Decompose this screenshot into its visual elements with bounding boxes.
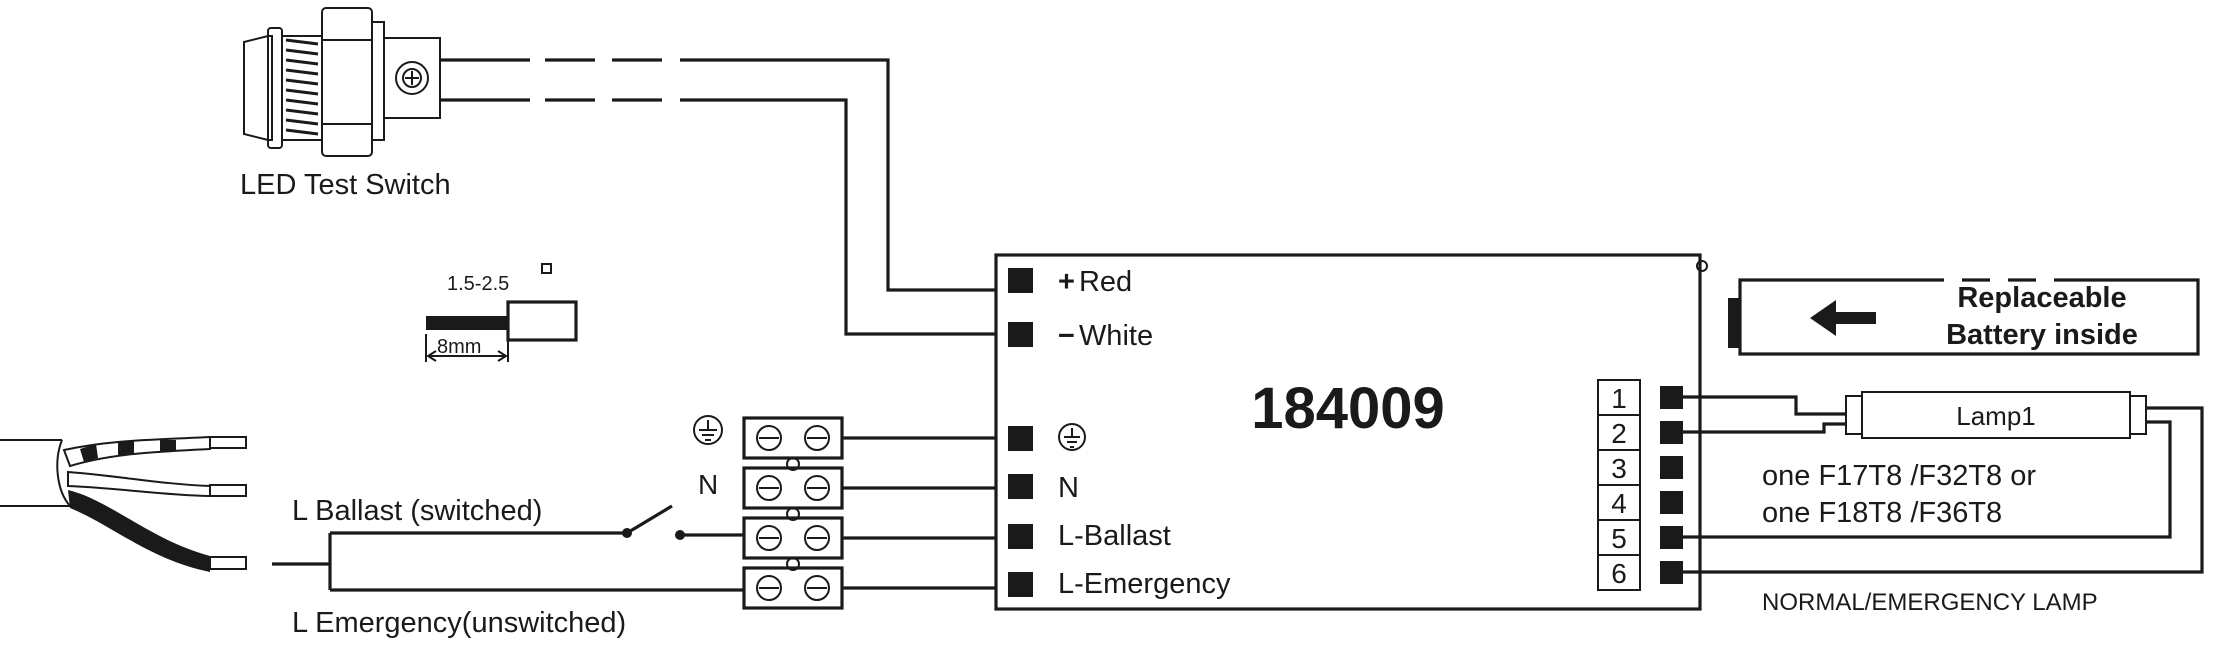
switch-lead-wires [440,58,996,336]
lamp-type-line2: one F18T8 /F36T8 [1762,497,2002,529]
mains-cable-icon [0,435,247,572]
line-emergency-label: L Emergency(unswitched) [292,607,626,639]
module-id: 184009 [1251,376,1445,441]
arrow-left-icon [1810,300,1876,336]
terminal-white [1008,322,1033,347]
led-test-switch-icon [243,7,441,157]
terminal-number: 5 [1611,523,1627,554]
line-wiring [272,504,744,592]
block-ground-symbol [693,415,723,445]
wire-gauge-label: 1.5-2.5 [447,273,509,295]
wire-strip-gauge: 1.5-2.5 8mm [425,263,578,362]
terminal-number: 1 [1611,383,1627,414]
battery-label-line2: Battery inside [1946,319,2138,351]
lamp-caption: NORMAL/EMERGENCY LAMP [1762,589,2098,616]
battery-label-line1: Replaceable [1957,282,2126,314]
lamp-type-line1: one F17T8 /F32T8 or [1762,460,2036,492]
terminal-neutral [1008,474,1033,499]
strip-length-label: 8mm [437,336,481,358]
battery-icon [1728,277,2200,356]
terminal-white-label: −White [1058,320,1153,352]
terminal-block-row-ballast [742,516,844,560]
stripped-wire-end-icon [506,300,578,342]
terminal-number: 4 [1611,488,1627,519]
terminal-red-label: +Red [1058,266,1132,298]
terminal-l-ballast [1008,524,1033,549]
module-left-terminals [1008,268,1033,597]
line-ballast-label: L Ballast (switched) [292,495,542,527]
terminal-ground [1008,426,1033,451]
terminal-block [742,416,844,610]
terminal-ground-symbol [1058,423,1086,451]
terminal-number: 6 [1611,558,1627,589]
terminal-l-emergency-label: L-Emergency [1058,568,1231,600]
square-mm-icon [541,263,552,274]
terminal-number: 3 [1611,453,1627,484]
terminal-l-emergency [1008,572,1033,597]
lamp-wiring [1683,395,2204,574]
terminal-number: 2 [1611,418,1627,449]
led-test-switch-label: LED Test Switch [240,169,451,201]
terminal-neutral-label: N [1058,472,1079,504]
lamp-icon [1845,391,2147,439]
block-neutral-label: N [698,469,718,500]
terminal-red [1008,268,1033,293]
module-right-terminals: 1 2 3 4 5 6 [1597,379,1683,591]
terminal-block-row-ground [742,416,844,460]
terminal-block-row-emergency [742,566,844,610]
terminal-block-row-neutral [742,466,844,510]
insulated-wire-end-icon [426,316,508,330]
lamp-label: Lamp1 [1956,401,2036,431]
terminal-l-ballast-label: L-Ballast [1058,520,1171,552]
module-indicator-icon [1696,260,1708,272]
block-to-module-wires [842,436,996,590]
